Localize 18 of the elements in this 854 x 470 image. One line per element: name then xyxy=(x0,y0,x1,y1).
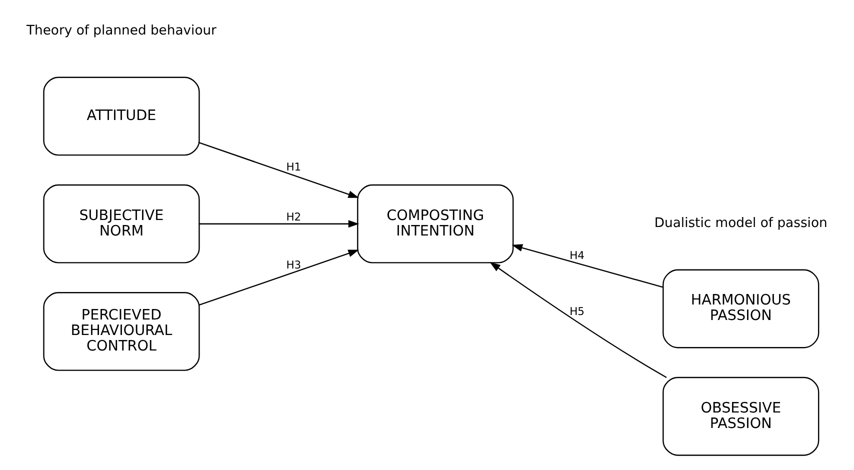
arrow xyxy=(199,249,360,306)
edge-label: H2 xyxy=(286,210,302,223)
arrow xyxy=(512,244,664,288)
label: Dualistic model of passion xyxy=(654,216,828,231)
edge-label: H4 xyxy=(570,248,585,262)
arrow xyxy=(199,220,360,228)
node-box: COMPOSTING INTENTION xyxy=(357,184,514,263)
edge-label: H1 xyxy=(286,160,302,173)
arrow xyxy=(490,261,667,378)
node-box: OBSESSIVE PASSION xyxy=(662,376,820,456)
label: Theory of planned behaviour xyxy=(26,23,216,38)
node-box: PERCIEVED BEHAVIOURAL CONTROL xyxy=(43,292,200,370)
edge-label: H3 xyxy=(286,258,302,271)
arrow xyxy=(199,142,360,198)
node-box: ATTITUDE xyxy=(43,76,200,156)
node-box: HARMONIOUS PASSION xyxy=(662,268,820,348)
node-box: SUBJECTIVE NORM xyxy=(43,184,200,263)
edge-label: H5 xyxy=(570,304,585,318)
